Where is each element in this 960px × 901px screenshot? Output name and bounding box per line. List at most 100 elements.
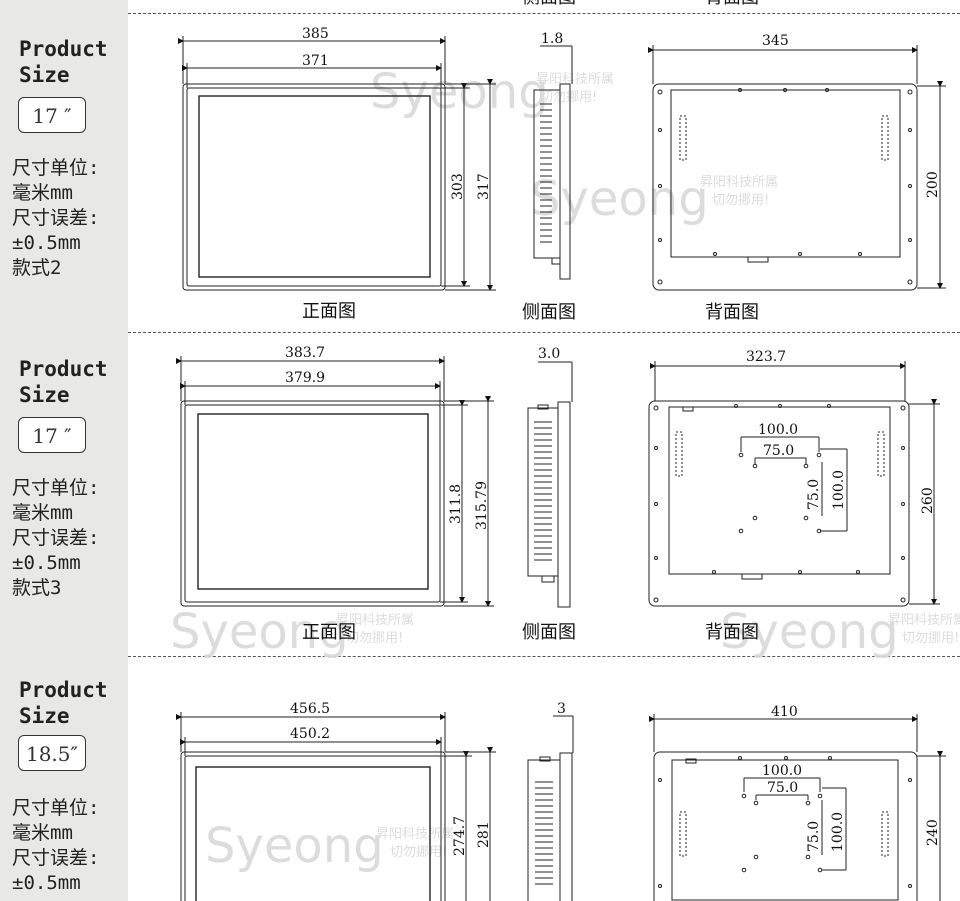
note-line: 尺寸误差: <box>12 527 100 549</box>
side-caption: 侧面图 <box>522 622 576 643</box>
front-inner-width: 450.2 <box>290 726 330 742</box>
front-view <box>178 36 496 291</box>
back-view <box>649 714 946 901</box>
watermark-brand: Syeong <box>170 604 349 660</box>
watermark-text: 昇阳科技所属 <box>888 613 960 628</box>
vesa-outer-horizontal: 100.0 <box>762 763 802 779</box>
front-outer-width: 385 <box>302 26 329 42</box>
front-inner-width: 371 <box>302 53 329 69</box>
screen-size-badge: 17 ″ <box>18 417 86 453</box>
back-width: 323.7 <box>746 349 786 365</box>
unit-notes: 尺寸单位: 毫米mm 尺寸误差: ±0.5mm <box>12 796 99 896</box>
vesa-outer-horizontal: 100.0 <box>758 422 798 438</box>
screen-size-badge: 17 ″ <box>18 97 86 133</box>
watermark-text: 切勿挪用! <box>712 193 769 208</box>
side-thickness: 3.0 <box>538 346 560 362</box>
note-line: ±0.5mm <box>12 232 81 254</box>
watermark-text: 昇阳科技所属 <box>536 72 614 87</box>
screen-size-badge: 18.5″ <box>18 735 86 771</box>
product-size-panel-3: Product Size 18.5″ 尺寸单位: 毫米mm 尺寸误差: ±0.5… <box>0 655 128 901</box>
side-view <box>533 45 573 280</box>
note-line: 毫米mm <box>12 502 73 524</box>
front-outer-height: 317 <box>476 173 492 200</box>
note-line: 毫米mm <box>12 182 73 204</box>
vesa-inner-horizontal: 75.0 <box>767 780 798 796</box>
back-height: 200 <box>925 171 941 198</box>
section-1-labels: 385 371 303 317 正面图 1.8 侧面图 345 200 背面图 <box>302 26 941 323</box>
watermark-text: 昇阳科技所属 <box>700 175 778 190</box>
vesa-outer-vertical: 100.0 <box>830 812 846 852</box>
back-caption: 背面图 <box>705 622 759 643</box>
section-2-drawings <box>176 356 940 608</box>
note-line: 款式3 <box>12 577 62 599</box>
section-3-drawings <box>176 712 946 901</box>
watermark-brand: Syeong <box>205 818 384 874</box>
front-caption: 正面图 <box>302 622 356 643</box>
note-line: 尺寸单位: <box>12 477 100 499</box>
front-outer-height: 315.79 <box>474 481 490 530</box>
title-line-1: Product <box>19 357 108 381</box>
title-line-2: Size <box>19 63 70 87</box>
note-line: 毫米mm <box>12 822 73 844</box>
note-line: 尺寸单位: <box>12 157 100 179</box>
side-thickness: 3 <box>557 701 566 717</box>
back-view <box>648 361 940 607</box>
product-sidebar: Product Size 17 ″ 尺寸单位: 毫米mm 尺寸误差: ±0.5m… <box>0 0 128 901</box>
note-line: 尺寸单位: <box>12 797 100 819</box>
section-divider <box>128 13 960 14</box>
title-line-1: Product <box>19 37 108 61</box>
product-size-title: Product Size <box>19 677 108 729</box>
side-thickness: 1.8 <box>541 31 563 47</box>
watermark-text: 切勿挪用! <box>902 631 959 646</box>
back-caption-top: 背面图 <box>705 0 759 8</box>
front-outer-width: 456.5 <box>290 701 330 717</box>
vesa-inner-vertical: 75.0 <box>806 821 822 852</box>
front-inner-width: 379.9 <box>285 370 325 386</box>
vesa-inner-vertical: 75.0 <box>806 479 822 510</box>
product-size-panel-1: Product Size 17 ″ 尺寸单位: 毫米mm 尺寸误差: ±0.5m… <box>0 0 128 330</box>
watermark-brand: Syeong <box>530 171 709 227</box>
title-line-2: Size <box>19 704 70 728</box>
back-height: 260 <box>920 487 936 514</box>
product-size-panel-2: Product Size 17 ″ 尺寸单位: 毫米mm 尺寸误差: ±0.5m… <box>0 330 128 655</box>
vesa-outer-vertical: 100.0 <box>831 470 847 510</box>
side-view <box>527 715 574 901</box>
front-outer-width: 383.7 <box>285 345 325 361</box>
note-line: 尺寸误差: <box>12 847 100 869</box>
side-caption: 侧面图 <box>522 302 576 323</box>
front-inner-height: 274.7 <box>452 816 468 856</box>
watermark-text: 切勿挪用! <box>346 631 403 646</box>
front-inner-height: 311.8 <box>448 484 464 524</box>
watermark-brand: Syeong <box>370 64 549 120</box>
note-line: ±0.5mm <box>12 552 81 574</box>
note-line: ±0.5mm <box>12 872 81 894</box>
unit-notes: 尺寸单位: 毫米mm 尺寸误差: ±0.5mm 款式2 <box>12 156 99 281</box>
watermark-text: 昇阳科技所属 <box>376 827 454 842</box>
section-3-labels: 456.5 450.2 274.7 281 3 410 100.0 75.0 7… <box>290 701 941 856</box>
note-line: 款式2 <box>12 257 62 279</box>
side-caption-top: 侧面图 <box>522 0 576 8</box>
title-line-2: Size <box>19 383 70 407</box>
section-2-labels: 383.7 379.9 311.8 315.79 正面图 3.0 侧面图 323… <box>285 345 936 643</box>
vesa-inner-horizontal: 75.0 <box>763 443 794 459</box>
product-size-title: Product Size <box>19 356 108 408</box>
product-size-title: Product Size <box>19 36 108 88</box>
front-outer-height: 281 <box>476 821 492 848</box>
watermark-text: 切勿挪用! <box>540 90 597 105</box>
front-inner-height: 303 <box>450 173 466 200</box>
note-line: 尺寸误差: <box>12 207 100 229</box>
watermark-text: 昇阳科技所属 <box>336 613 414 628</box>
back-view <box>648 45 946 291</box>
back-width: 345 <box>762 33 789 49</box>
section-1-drawings <box>178 36 946 291</box>
front-caption: 正面图 <box>302 301 356 322</box>
back-caption: 背面图 <box>705 302 759 323</box>
unit-notes: 尺寸单位: 毫米mm 尺寸误差: ±0.5mm 款式3 <box>12 476 99 601</box>
section-divider <box>128 332 960 333</box>
back-height: 240 <box>925 819 941 846</box>
watermark-text: 切勿挪用! <box>390 845 447 860</box>
back-width: 410 <box>771 704 798 720</box>
front-view <box>176 712 496 901</box>
section-divider <box>128 656 960 657</box>
watermark-brand: Syeong <box>720 604 899 660</box>
